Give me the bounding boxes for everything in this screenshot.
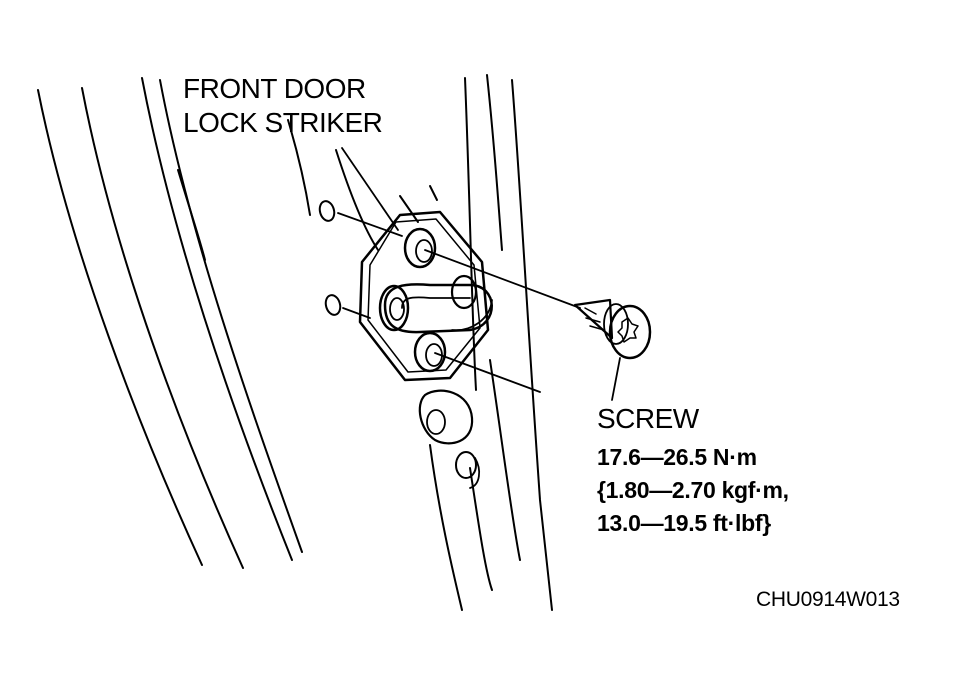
door-grommet: [418, 389, 481, 489]
torque-spec-line1: 17.6—26.5 N·m: [597, 444, 757, 470]
torque-spec: 17.6—26.5 N·m {1.80—2.70 kgf·m, 13.0—19.…: [597, 441, 789, 540]
screw-label: SCREW: [597, 403, 699, 434]
leader-lines: [337, 147, 621, 401]
door-body-lines: [37, 74, 553, 611]
torque-spec-line3: 13.0—19.5 ft·lbf}: [597, 510, 771, 536]
screw-icon: [573, 298, 652, 360]
panel-holes: [318, 200, 342, 316]
part-label: FRONT DOOR LOCK STRIKER: [183, 72, 383, 140]
striker-loop: [378, 274, 493, 334]
striker-plate: [358, 210, 490, 382]
figure-code: CHU0914W013: [756, 588, 900, 611]
part-label-line1: FRONT DOOR: [183, 73, 366, 104]
part-label-line2: LOCK STRIKER: [183, 107, 383, 138]
torque-spec-line2: {1.80—2.70 kgf·m,: [597, 477, 789, 503]
